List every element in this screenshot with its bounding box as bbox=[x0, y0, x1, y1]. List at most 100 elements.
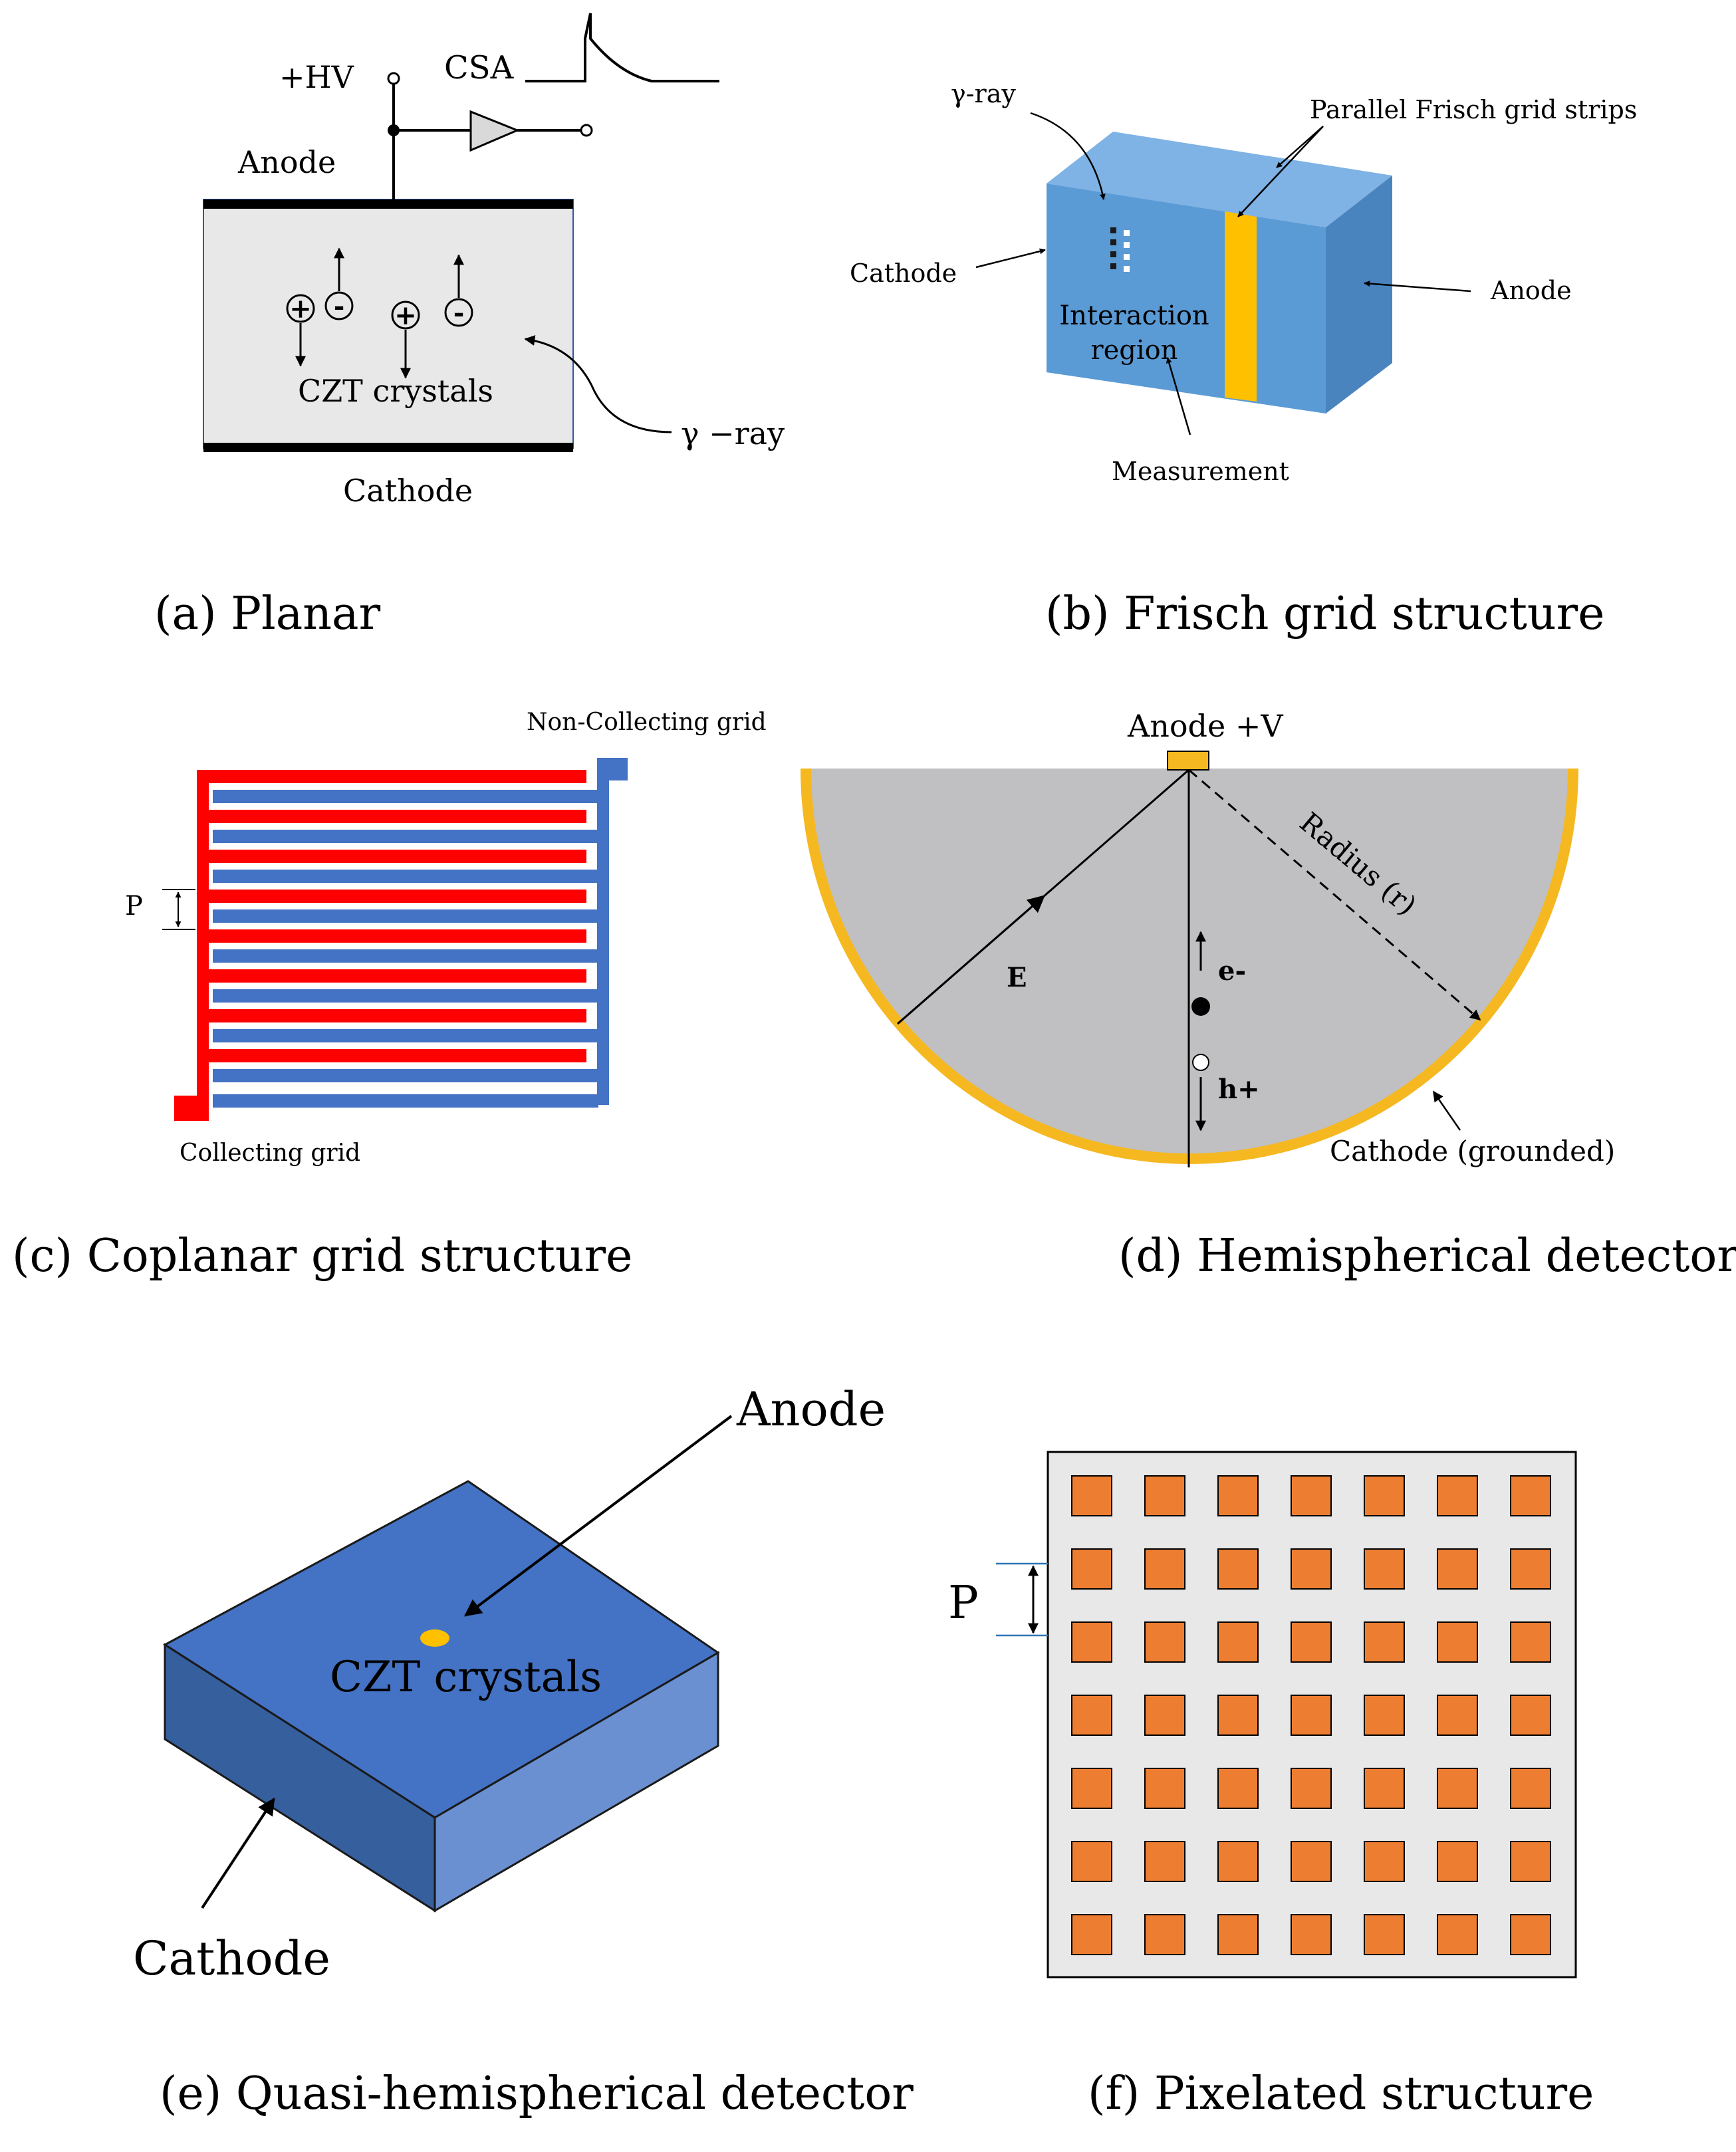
pixel-anode bbox=[1144, 1548, 1185, 1590]
crystal-top-face bbox=[1047, 132, 1392, 227]
measurement-label: Measurement bbox=[1112, 457, 1289, 486]
pixel-anode bbox=[1437, 1475, 1478, 1516]
pixel-anode bbox=[1217, 1621, 1259, 1663]
radius-line bbox=[1188, 769, 1481, 1021]
pitch-label: P bbox=[125, 891, 143, 921]
pixel-anode bbox=[1144, 1695, 1185, 1736]
czt-crystal-body bbox=[203, 199, 574, 449]
svg-text:+: + bbox=[289, 293, 312, 324]
pixel-anode bbox=[1144, 1841, 1185, 1882]
svg-text:-: - bbox=[453, 297, 465, 328]
anode-contact bbox=[1167, 751, 1209, 771]
pixel-anode bbox=[1437, 1621, 1478, 1663]
pixel-anode bbox=[1291, 1621, 1332, 1663]
pixel-anode bbox=[1144, 1475, 1185, 1516]
cathode-label: Cathode bbox=[850, 259, 957, 288]
pixel-anode bbox=[1291, 1768, 1332, 1809]
output-pulse-waveform bbox=[525, 13, 719, 82]
panel-hemispherical: Anode +V E Radius (r) e- h+ Cathode (gro… bbox=[801, 708, 1736, 1282]
pixel-anode bbox=[1364, 1841, 1405, 1882]
cathode-electrode bbox=[203, 443, 573, 452]
electron-carrier: - bbox=[444, 254, 473, 328]
svg-text:-: - bbox=[334, 291, 345, 322]
gamma-ray-label: γ-ray bbox=[951, 79, 1016, 108]
pixel-anode bbox=[1071, 1841, 1112, 1882]
hole-label: h+ bbox=[1218, 1074, 1260, 1105]
gamma-ray-arrow bbox=[524, 335, 672, 433]
caption-b: (b) Frisch grid structure bbox=[1045, 588, 1604, 640]
pixel-anode bbox=[1071, 1548, 1112, 1590]
panel-pixelated: P (f) Pixelated structure bbox=[948, 1451, 1594, 2120]
pixel-anode bbox=[1071, 1475, 1112, 1516]
interaction-region-label-2: region bbox=[1090, 335, 1178, 366]
csa-output-terminal bbox=[580, 124, 593, 137]
anode-label: Anode +V bbox=[1127, 708, 1283, 744]
frisch-grid-strip bbox=[1225, 211, 1257, 402]
pixel-anode bbox=[1510, 1695, 1551, 1736]
cathode-label: Cathode bbox=[133, 1931, 330, 1986]
caption-d: (d) Hemispherical detector bbox=[1118, 1230, 1736, 1282]
csa-label: CSA bbox=[444, 49, 515, 86]
pixel-anode bbox=[1291, 1841, 1332, 1882]
pitch-label: P bbox=[948, 1577, 979, 1629]
pixel-anode bbox=[1071, 1914, 1112, 1955]
anode-electrode bbox=[203, 199, 573, 209]
czt-crystals-label: CZT crystals bbox=[298, 373, 493, 409]
pixel-anode bbox=[1144, 1914, 1185, 1955]
hole-marker bbox=[1192, 1054, 1209, 1132]
anode-arrow bbox=[463, 1415, 733, 1617]
pixel-anode bbox=[1144, 1621, 1185, 1663]
czt-crystals-label: CZT crystals bbox=[330, 1653, 602, 1702]
panel-frisch-grid: γ-ray Parallel Frisch grid strips Cathod… bbox=[850, 79, 1637, 640]
caption-c: (c) Coplanar grid structure bbox=[12, 1230, 632, 1282]
hole-carrier: + bbox=[391, 300, 420, 379]
blue-grid-pad bbox=[608, 758, 628, 780]
electron-label: e- bbox=[1218, 955, 1246, 987]
pixel-anode bbox=[1291, 1914, 1332, 1955]
electron-carrier: - bbox=[324, 247, 354, 322]
cathode-grounded-label: Cathode (grounded) bbox=[1330, 1135, 1615, 1167]
pixel-grid bbox=[1071, 1475, 1551, 1955]
anode-label: Anode bbox=[1490, 276, 1572, 305]
pixel-anode bbox=[1144, 1768, 1185, 1809]
pixel-anode bbox=[1510, 1548, 1551, 1590]
frisch-strips-label: Parallel Frisch grid strips bbox=[1310, 95, 1637, 124]
pixel-anode bbox=[1071, 1695, 1112, 1736]
pixel-anode bbox=[1364, 1475, 1405, 1516]
pixel-anode bbox=[1071, 1768, 1112, 1809]
cathode-arrow bbox=[201, 1797, 275, 1909]
pixel-anode bbox=[1071, 1621, 1112, 1663]
pixel-anode bbox=[1291, 1475, 1332, 1516]
hv-label: +HV bbox=[279, 59, 354, 95]
panel-coplanar-grid: Non-Collecting grid P Collecting grid (c… bbox=[12, 709, 767, 1282]
interaction-region-label: Interaction bbox=[1059, 300, 1209, 331]
pixel-anode bbox=[1217, 1914, 1259, 1955]
gamma-ray-arrow bbox=[1030, 112, 1106, 200]
electron-marker bbox=[1191, 931, 1210, 1016]
gamma-ray-label: γ −ray bbox=[681, 416, 785, 451]
pixel-anode bbox=[1510, 1841, 1551, 1882]
hole-carrier: + bbox=[286, 293, 315, 367]
caption-f: (f) Pixelated structure bbox=[1088, 2068, 1594, 2120]
crystal-side-face bbox=[1326, 176, 1392, 414]
pixel-anode bbox=[1217, 1475, 1259, 1516]
collecting-grid-label: Collecting grid bbox=[180, 1139, 360, 1167]
pixel-anode bbox=[1510, 1475, 1551, 1516]
pixel-anode bbox=[1364, 1914, 1405, 1955]
anode-label: Anode bbox=[736, 1382, 886, 1437]
caption-e: (e) Quasi-hemispherical detector bbox=[160, 2068, 914, 2120]
pixel-anode bbox=[1291, 1548, 1332, 1590]
pixel-anode bbox=[1217, 1841, 1259, 1882]
csa-amplifier-icon bbox=[469, 110, 520, 152]
cube-right-face bbox=[434, 1651, 719, 1913]
anode-dot bbox=[420, 1629, 449, 1647]
pixel-anode bbox=[1217, 1768, 1259, 1809]
cathode-label: Cathode bbox=[343, 473, 473, 509]
pixel-anode bbox=[1437, 1548, 1478, 1590]
pixel-anode bbox=[1437, 1841, 1478, 1882]
anode-label: Anode bbox=[237, 144, 336, 180]
interaction-dots bbox=[1110, 227, 1130, 272]
svg-text:+: + bbox=[394, 300, 417, 331]
pixel-anode bbox=[1437, 1768, 1478, 1809]
pixel-anode bbox=[1510, 1768, 1551, 1809]
